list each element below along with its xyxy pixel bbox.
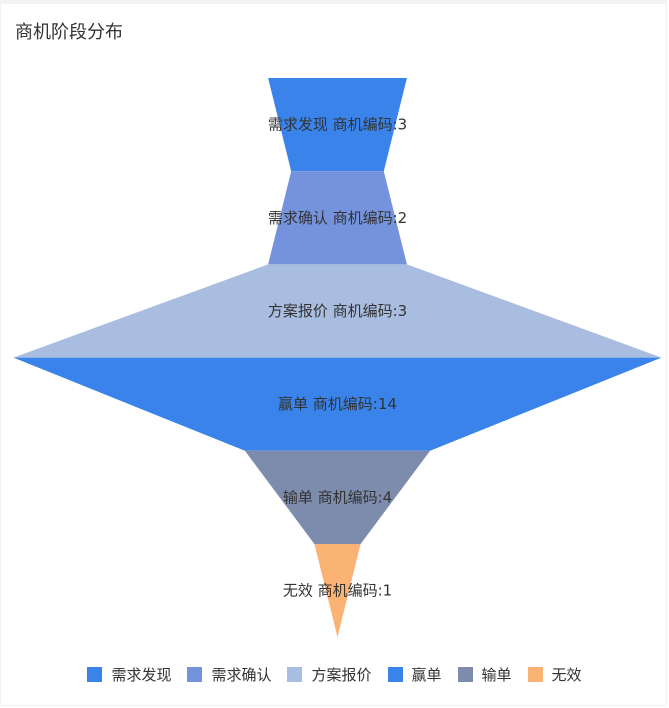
legend-swatch: [457, 667, 473, 682]
legend-label: 方案报价: [311, 666, 372, 684]
funnel-label-1: 需求发现 商机编码:3: [268, 116, 407, 134]
legend-item-2[interactable]: 需求确认: [187, 664, 271, 685]
legend-swatch: [87, 667, 103, 682]
legend-item-1[interactable]: 需求发现: [87, 664, 171, 685]
chart-legend: 需求发现 需求确认 方案报价 赢单 输单 无效: [0, 664, 669, 685]
chart-title: 商机阶段分布: [15, 22, 123, 43]
funnel-segment-5[interactable]: [244, 450, 431, 544]
legend-item-6[interactable]: 无效: [527, 664, 582, 685]
funnel-segment-3[interactable]: [13, 264, 662, 358]
funnel-label-5: 输单 商机编码:4: [283, 488, 392, 506]
legend-label: 无效: [551, 666, 582, 684]
legend-swatch: [187, 667, 203, 682]
funnel-label-3: 方案报价 商机编码:3: [268, 302, 407, 320]
funnel-segment-4[interactable]: [13, 357, 662, 451]
legend-label: 需求确认: [211, 666, 272, 684]
legend-swatch: [387, 667, 403, 682]
legend-item-4[interactable]: 赢单: [387, 664, 442, 685]
legend-swatch: [287, 667, 303, 682]
legend-swatch: [527, 667, 543, 682]
legend-label: 赢单: [411, 666, 442, 684]
legend-item-5[interactable]: 输单: [457, 664, 512, 685]
legend-item-3[interactable]: 方案报价: [287, 664, 372, 685]
funnel-label-4: 赢单 商机编码:14: [278, 395, 397, 413]
funnel-label-6: 无效 商机编码:1: [283, 582, 392, 600]
funnel-segment-2[interactable]: [268, 171, 407, 265]
funnel-chart: 需求发现 商机编码:3 需求确认 商机编码:2 方案报价 商机编码:3 赢单 商机编码…: [13, 78, 662, 638]
funnel-segment-6[interactable]: [314, 544, 361, 638]
funnel-label-2: 需求确认 商机编码:2: [268, 209, 407, 227]
legend-label: 输单: [481, 666, 512, 684]
legend-label: 需求发现: [111, 666, 172, 684]
funnel-segment-1[interactable]: [268, 78, 407, 172]
